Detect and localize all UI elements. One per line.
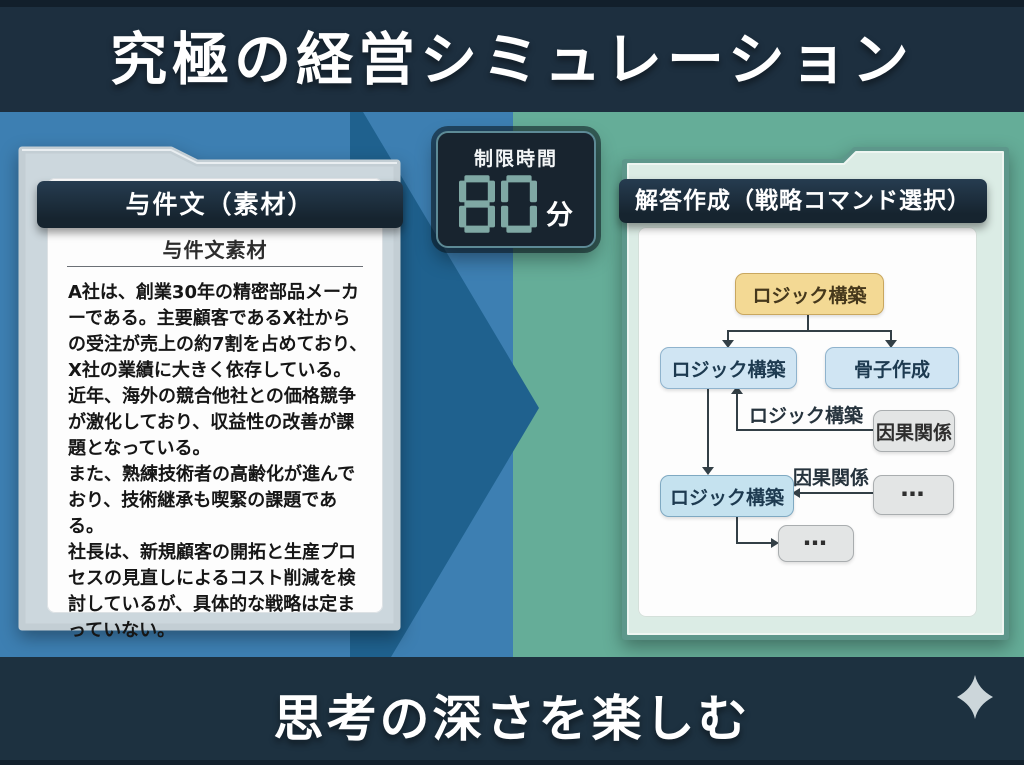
- timer-unit: 分: [546, 200, 573, 231]
- flow-connector: [736, 542, 771, 544]
- edge-label-cause: 因果関係: [792, 467, 869, 489]
- case-paragraph: 社長は、新規顧客の開拓と生産プロセスの見直しによるコスト削減を検討しているが、具…: [68, 542, 356, 641]
- flow-connector: [727, 330, 729, 341]
- seven-segment-digit: [459, 175, 495, 233]
- divider: [67, 266, 363, 267]
- arrowhead-icon: [771, 538, 779, 548]
- arrowhead-icon: [731, 386, 743, 394]
- command-node-root[interactable]: ロジック構築: [735, 273, 884, 315]
- flow-connector: [736, 515, 738, 544]
- flow-connector: [736, 394, 738, 431]
- arrowhead-icon: [792, 488, 800, 498]
- case-paragraph: 近年、海外の競合他社との価格競争が激化しており、収益性の改善が課題となっている。: [68, 386, 356, 459]
- edge-label-logic: ロジック構築: [748, 405, 863, 427]
- arrowhead-icon: [702, 467, 714, 475]
- left-panel-header: 与件文（素材）: [37, 181, 403, 228]
- command-node-dots-bottom[interactable]: …: [778, 522, 854, 562]
- sparkle-icon: [957, 675, 993, 719]
- seven-segment-digits: [459, 175, 537, 233]
- flow-connector: [807, 313, 809, 331]
- command-node-outline[interactable]: 骨子作成: [825, 347, 959, 389]
- flowchart-card: ロジック構築 因果関係 ロジック構築 ロジック構築 骨子作成 因果関係 ロジック…: [638, 227, 977, 617]
- arrowhead-icon: [722, 340, 734, 348]
- case-text-card: 与件文素材 A社は、創業30年の精密部品メーカーである。主要顧客であるX社からの…: [47, 178, 383, 641]
- title-banner: 究極の経営シミュレーション: [0, 0, 1024, 112]
- flow-connector: [800, 492, 873, 494]
- right-panel-header: 解答作成（戦略コマンド選択）: [619, 179, 987, 223]
- time-limit-display: 制限時間 分: [436, 131, 596, 248]
- seven-segment-digit: [501, 175, 537, 233]
- case-paragraph: また、熟練技術者の高齢化が進んでおり、技術継承も喫緊の課題である。: [68, 464, 356, 537]
- case-text: A社は、創業30年の精密部品メーカーである。主要顧客であるX社からの受注が売上の…: [68, 280, 368, 644]
- tagline: 思考の深さを楽しむ: [273, 690, 751, 748]
- dots-label: …: [900, 474, 927, 502]
- tagline-banner: 思考の深さを楽しむ: [0, 657, 1024, 765]
- flow-connector: [736, 429, 873, 431]
- command-node-logic-bottom[interactable]: ロジック構築: [660, 475, 794, 517]
- banner-edge: [0, 0, 1024, 7]
- timer-label: 制限時間: [473, 148, 558, 170]
- dots-label: …: [803, 522, 829, 551]
- command-node-cause[interactable]: 因果関係: [873, 410, 955, 452]
- banner-edge: [0, 760, 1024, 765]
- flow-connector: [707, 387, 709, 468]
- command-node-dots-right[interactable]: …: [873, 474, 954, 515]
- page-title: 究極の経営シミュレーション: [110, 27, 914, 93]
- command-node-logic-left[interactable]: ロジック構築: [660, 347, 797, 389]
- case-card-title: 与件文素材: [162, 238, 268, 262]
- flow-connector: [727, 330, 892, 332]
- arrowhead-icon: [885, 340, 897, 348]
- case-paragraph: A社は、創業30年の精密部品メーカーである。主要顧客であるX社からの受注が売上の…: [68, 282, 368, 381]
- flow-connector: [890, 330, 892, 341]
